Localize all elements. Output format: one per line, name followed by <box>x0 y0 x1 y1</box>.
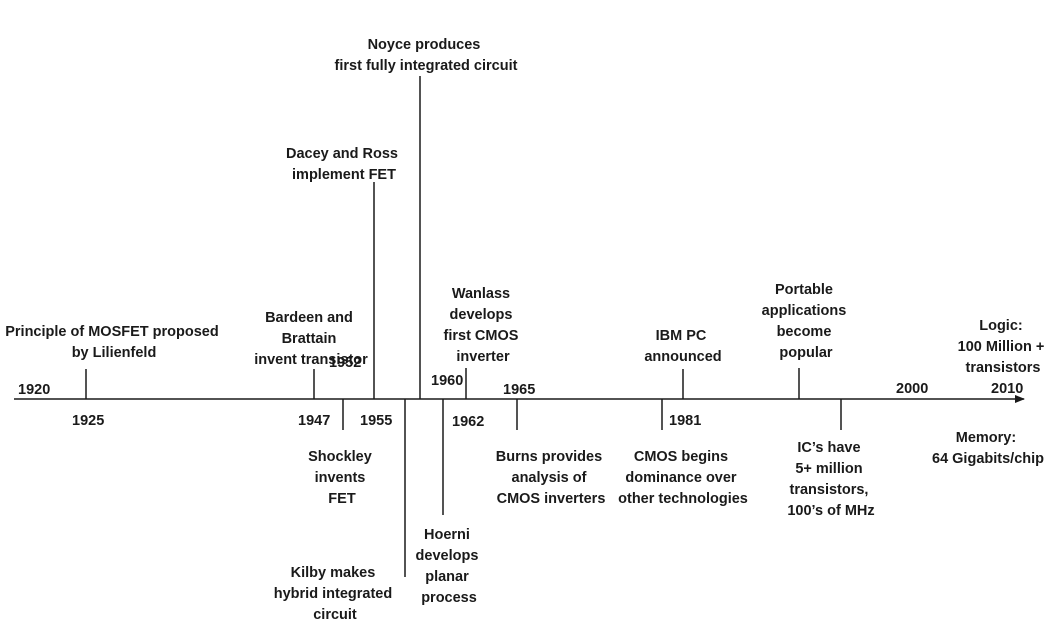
event-burns-analysis: Burns provides analysis of CMOS inverter… <box>496 449 606 507</box>
event-noyce-ic: Noyce produces first fully integrated ci… <box>335 37 518 74</box>
year-label: 1962 <box>452 414 484 430</box>
year-label: 1960 <box>431 373 463 389</box>
event-mosfet-principle: Principle of MOSFET proposed by Lilienfe… <box>5 324 223 361</box>
event-kilby-hybrid-ic: Kilby makes hybrid integrated circuit <box>274 565 396 623</box>
event-logic-2010: Logic: 100 Million + transistors <box>958 318 1049 376</box>
year-label: 1947 <box>298 413 330 429</box>
year-label: 1981 <box>669 413 701 429</box>
event-dacey-ross-fet: Dacey and Ross implement FET <box>286 146 402 183</box>
year-label: 1952 <box>329 355 361 371</box>
event-shockley-fet: Shockley invents FET <box>308 449 376 507</box>
year-label: 1955 <box>360 413 392 429</box>
year-label: 1965 <box>503 382 535 398</box>
event-ibm-pc: IBM PC announced <box>644 328 721 365</box>
year-label: 1920 <box>18 382 50 398</box>
year-label: 2010 <box>991 381 1023 397</box>
event-ic-5-million: IC’s have 5+ million transistors, 100’s … <box>787 440 874 519</box>
year-label: 1925 <box>72 413 104 429</box>
event-cmos-dominance: CMOS begins dominance over other technol… <box>618 449 748 507</box>
event-memory-2010: Memory: 64 Gigabits/chip <box>932 430 1044 467</box>
event-portable-apps: Portable applications become popular <box>762 282 851 361</box>
event-wanlass-cmos: Wanlass develops first CMOS inverter <box>444 286 523 365</box>
year-labels: 1920 1925 1947 1952 1955 1960 1962 1965 … <box>18 355 1023 430</box>
event-transistor: Bardeen and Brattain invent transistor <box>254 310 368 368</box>
event-hoerni-planar: Hoerni develops planar process <box>416 527 483 606</box>
year-label: 2000 <box>896 381 928 397</box>
